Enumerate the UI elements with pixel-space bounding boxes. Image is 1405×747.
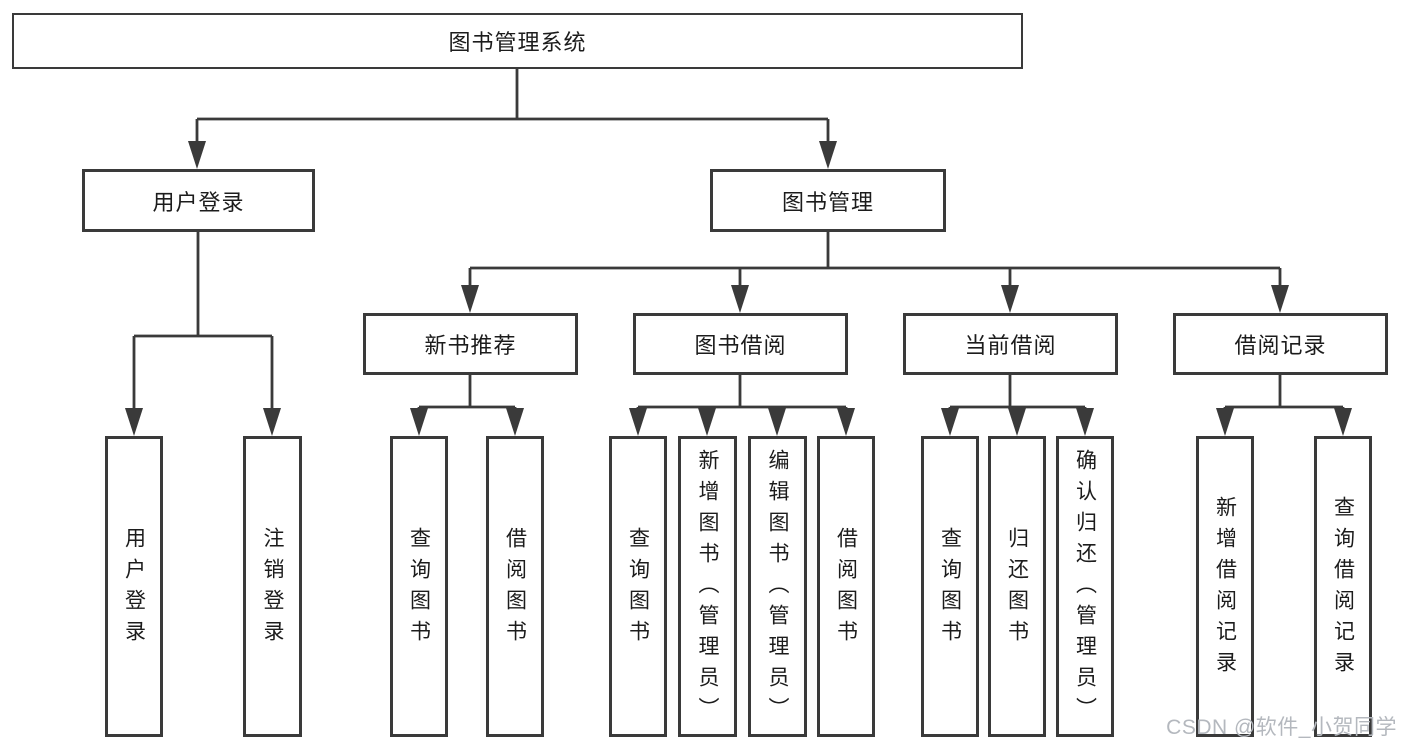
node-book-borrow: 图书借阅 <box>633 313 848 375</box>
leaf-query-borrow-record: 查询借阅记录 <box>1314 436 1372 737</box>
node-book-management: 图书管理 <box>710 169 946 232</box>
leaf-query-books-1: 查询图书 <box>390 436 448 737</box>
leaf-borrow-books-2: 借阅图书 <box>817 436 875 737</box>
leaf-logout: 注销登录 <box>243 436 302 737</box>
leaf-add-book-admin: 新增图书（管理员） <box>678 436 737 737</box>
arrowheads <box>125 141 1352 436</box>
node-borrow-records: 借阅记录 <box>1173 313 1388 375</box>
leaf-return-books: 归还图书 <box>988 436 1046 737</box>
leaf-user-login: 用户登录 <box>105 436 163 737</box>
node-root: 图书管理系统 <box>12 13 1023 69</box>
leaf-add-borrow-record: 新增借阅记录 <box>1196 436 1254 737</box>
node-user-login: 用户登录 <box>82 169 315 232</box>
leaf-borrow-books-1: 借阅图书 <box>486 436 544 737</box>
leaf-confirm-return-admin: 确认归还（管理员） <box>1056 436 1114 737</box>
leaf-edit-book-admin: 编辑图书（管理员） <box>748 436 807 737</box>
node-new-book-recommend: 新书推荐 <box>363 313 578 375</box>
watermark: CSDN @软件_小贺同学 <box>1166 716 1397 739</box>
leaf-query-books-3: 查询图书 <box>921 436 979 737</box>
node-current-borrow: 当前借阅 <box>903 313 1118 375</box>
leaf-query-books-2: 查询图书 <box>609 436 667 737</box>
